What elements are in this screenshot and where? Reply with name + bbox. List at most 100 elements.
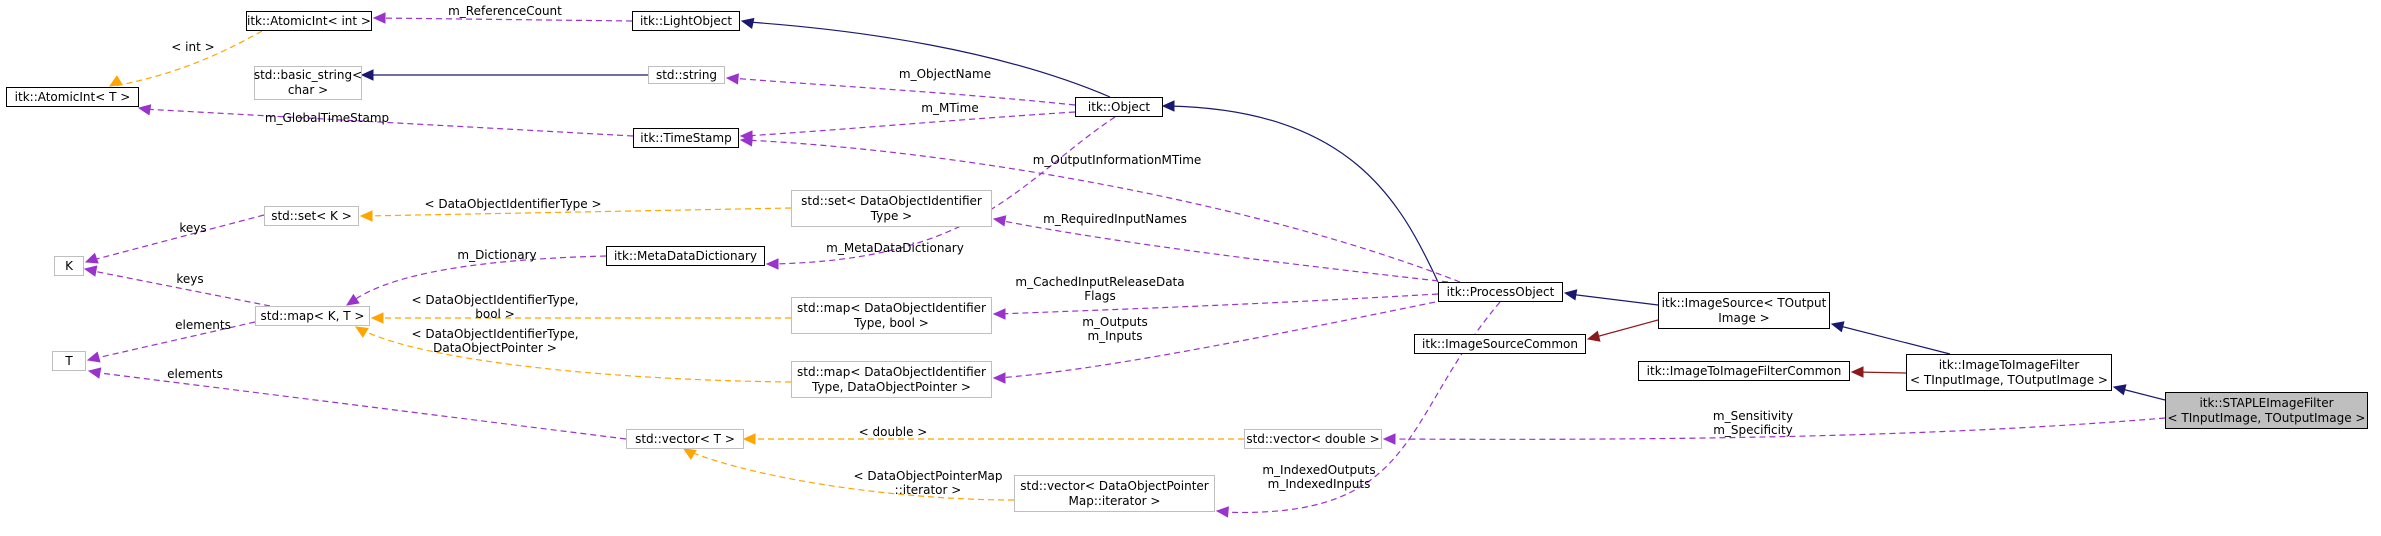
edge-label-double-tmpl: < double > [859,425,928,439]
edge-label-line: m_GlobalTimeStamp [264,111,390,125]
node-label-line: itk::Object [1087,99,1151,114]
edge-keys-2-line [87,269,271,307]
node-string[interactable]: std::string [648,66,725,84]
edge-staple-i2ifilter-line [2117,387,2166,401]
edge-label-line: m_IndexedOutputs [1262,463,1376,477]
edge-elements-2-line [91,371,627,440]
edge-m-outputs-inputs-line [997,299,1446,379]
edge-m-globaltimestamp [137,104,634,137]
node-imagesourcecommon[interactable]: itk::ImageSourceCommon [1414,334,1586,354]
edge-label-line: m_Dictionary [457,248,537,262]
edge-double-template-arrowhead [742,433,756,445]
edge-doid-ptr-template-arrowhead [354,326,369,338]
edge-label-line: DataObjectPointer > [433,341,557,355]
edge-label-m-outputinformationmtime: m_OutputInformationMTime [1033,153,1202,167]
edge-keys-1 [84,214,265,264]
edge-label-line: m_Inputs [1087,329,1143,343]
node-label-line: Type > [870,208,913,223]
node-vector-double[interactable]: std::vector< double > [1244,429,1382,449]
edge-label-line: keys [179,221,207,235]
node-object[interactable]: itk::Object [1075,97,1163,117]
node-atomicint-int[interactable]: itk::AtomicInt< int > [246,11,372,31]
edge-m-mtime-line [744,111,1076,137]
edge-label-m-objectname: m_ObjectName [899,67,991,81]
node-k[interactable]: K [54,256,84,276]
edge-label-line: < DataObjectIdentifierType > [424,197,602,211]
node-label-line: itk::ProcessObject [1446,284,1555,299]
edge-m-globaltimestamp-arrowhead [137,104,152,116]
edge-staple-i2ifilter-arrowhead [2112,384,2127,396]
edge-doid-ptr-template-line [359,328,792,383]
node-label-line: Type, bool > [854,315,929,330]
edge-object-lightobject [740,17,1111,98]
edge-processobject-object-arrowhead [1161,100,1175,112]
node-i2ifiltercommon[interactable]: itk::ImageToImageFilterCommon [1638,361,1850,381]
node-processobject[interactable]: itk::ProcessObject [1438,282,1563,302]
node-metadatadict[interactable]: itk::MetaDataDictionary [606,246,765,266]
node-timestamp[interactable]: itk::TimeStamp [633,128,739,148]
edge-string-basicstring-arrowhead [360,69,374,81]
node-label-line: < TInputImage, TOutputImage > [1910,372,2108,387]
node-label-line: Type, DataObjectPointer > [812,379,971,394]
edge-doid-ptr-template [354,326,792,383]
node-atomicint-t[interactable]: itk::AtomicInt< T > [6,87,139,107]
edge-label-line: < double > [858,425,928,439]
edge-doid-template-line [364,207,792,217]
edge-label-line: elements [175,318,231,332]
edge-m-sensitivity-specificity [1382,417,2166,445]
edge-m-outputs-inputs [992,299,1446,384]
edge-m-metadatadictionary-arrowhead [765,258,779,270]
node-label-line: std::set< DataObjectIdentifier [801,193,982,208]
edge-keys-1-line [88,214,265,262]
node-label-line: itk::ImageToImageFilter [1938,357,2080,372]
node-label-line: std::vector< DataObjectPointer [1020,478,1209,493]
edge-label-m-mtime: m_MTime [921,101,978,115]
node-t[interactable]: T [52,351,86,371]
edge-label-line: < DataObjectIdentifierType, [411,327,579,341]
node-label-line: Map::iterator > [1068,493,1161,508]
edge-label-doid-ptr-tmpl: < DataObjectIdentifierType,DataObjectPoi… [411,327,578,355]
node-lightobject[interactable]: itk::LightObject [632,11,740,31]
edge-processobject-object-line [1168,105,1439,283]
edge-doid-bool-template-arrowhead [370,312,384,324]
node-i2ifilter[interactable]: itk::ImageToImageFilter< TInputImage, TO… [1906,354,2112,391]
edge-processobject-object [1161,100,1439,283]
edge-doid-template [359,207,792,222]
node-basic-string[interactable]: std::basic_string<char > [254,66,362,100]
edge-label-line: m_ReferenceCount [448,4,562,18]
edge-label-line: < DataObjectPointerMap [853,469,1003,483]
edge-label-doid-bool-tmpl: < DataObjectIdentifierType,bool > [411,293,578,321]
node-vector-t[interactable]: std::vector< T > [626,429,744,449]
edge-object-lightobject-line [747,21,1111,98]
edge-label-m-referencecount: m_ReferenceCount [448,4,562,18]
edge-staple-i2ifilter [2112,384,2166,401]
edge-label-line: m_IndexedInputs [1267,477,1371,491]
node-label-line: itk::MetaDataDictionary [613,248,758,263]
edge-m-indexed [1215,301,1501,518]
edge-m-outputs-inputs-arrowhead [992,372,1006,384]
edge-label-line: m_CachedInputReleaseData [1015,275,1185,289]
node-staple[interactable]: itk::STAPLEImageFilter< TInputImage, TOu… [2165,392,2368,429]
edge-m-referencecount-arrowhead [372,12,386,24]
edge-m-requiredinputnames-arrowhead [992,215,1007,227]
node-label-line: itk::STAPLEImageFilter [2199,395,2334,410]
edge-i2ifiltercommon-line [1855,371,1907,374]
node-label-line: std::map< K, T > [260,308,365,323]
node-map-kt[interactable]: std::map< K, T > [255,306,370,326]
node-label-line: itk::AtomicInt< int > [247,13,371,28]
node-label-line: itk::TimeStamp [640,130,732,145]
edge-m-globaltimestamp-line [142,108,634,137]
node-label-line: std::map< DataObjectIdentifier [797,300,986,315]
node-label-line: itk::ImageToImageFilterCommon [1646,363,1842,378]
node-set-k[interactable]: std::set< K > [264,206,359,226]
